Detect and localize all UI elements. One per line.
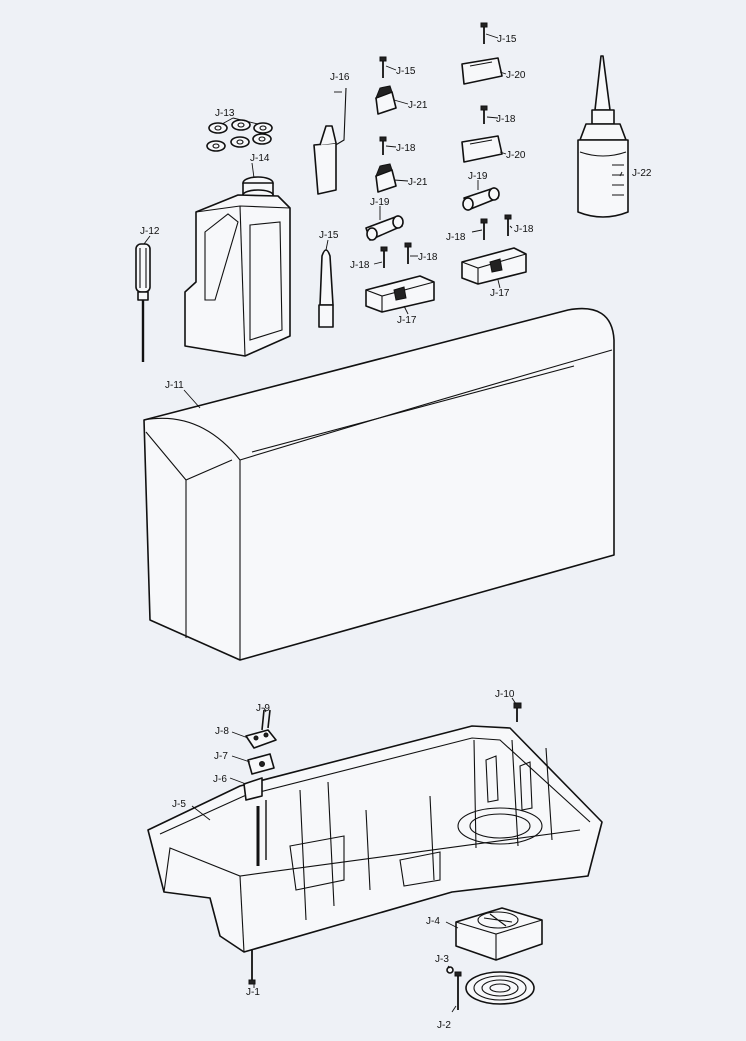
spool-base-left	[365, 275, 435, 313]
label-j12: J-12	[140, 226, 160, 237]
label-j21-bottom: J-21	[408, 177, 428, 188]
label-j11: J-11	[165, 380, 184, 391]
spool-felt-upper	[375, 85, 397, 115]
bracket-left	[365, 215, 404, 241]
label-j10: J-10	[495, 689, 515, 700]
label-j8: J-8	[215, 726, 229, 737]
label-j15-pin: J-15	[319, 230, 339, 241]
label-j7: J-7	[214, 751, 228, 762]
label-j18-d: J-18	[418, 252, 438, 263]
label-j2: J-2	[437, 1020, 451, 1031]
spool-pin	[318, 249, 334, 328]
label-j22: J-22	[632, 168, 652, 179]
label-j6: J-6	[213, 774, 227, 785]
leader-lines	[143, 33, 623, 1013]
label-j18-b: J-18	[496, 114, 516, 125]
spool-felt-lower	[375, 163, 397, 193]
label-j20-bottom: J-20	[506, 150, 526, 161]
label-j21-top: J-21	[408, 100, 428, 111]
motor-fan	[455, 907, 543, 961]
label-j19-right: J-19	[468, 171, 488, 182]
label-j13: J-13	[215, 108, 235, 119]
fan-screws	[248, 950, 462, 1010]
label-j4: J-4	[426, 916, 440, 927]
oil-bottle	[577, 55, 629, 218]
bobbin-spools	[206, 117, 273, 152]
label-j15-top: J-15	[497, 34, 517, 45]
label-j14: J-14	[250, 153, 270, 164]
label-j18-c: J-18	[350, 260, 370, 271]
part-labels: J-1 J-2 J-3 J-4 J-5 J-6 J-7 J-8 J-9 J-10…	[140, 34, 652, 1031]
spool-holder-upper	[461, 57, 503, 85]
label-j9: J-9	[256, 703, 270, 714]
label-j3: J-3	[435, 954, 449, 965]
label-j19-left: J-19	[370, 197, 390, 208]
dust-cover	[143, 307, 615, 661]
spool-base-right	[461, 247, 527, 285]
screws	[379, 22, 512, 268]
storage-bottle	[184, 176, 291, 357]
label-j18-f: J-18	[514, 224, 534, 235]
switch-assembly	[243, 709, 277, 866]
label-j1: J-1	[246, 987, 260, 998]
label-j16: J-16	[330, 72, 350, 83]
label-j15-left: J-15	[396, 66, 416, 77]
bracket-right	[462, 187, 500, 211]
label-j17-right: J-17	[490, 288, 510, 299]
cleaning-brush	[313, 87, 347, 195]
tray-screw	[513, 702, 522, 722]
screwdriver	[135, 243, 151, 362]
label-j5: J-5	[172, 799, 186, 810]
fan-grille	[465, 971, 535, 1005]
label-j20-top: J-20	[506, 70, 526, 81]
label-j18-a: J-18	[396, 143, 416, 154]
label-j17-left: J-17	[397, 315, 417, 326]
label-j18-e: J-18	[446, 232, 466, 243]
spool-holder-lower	[461, 135, 503, 163]
